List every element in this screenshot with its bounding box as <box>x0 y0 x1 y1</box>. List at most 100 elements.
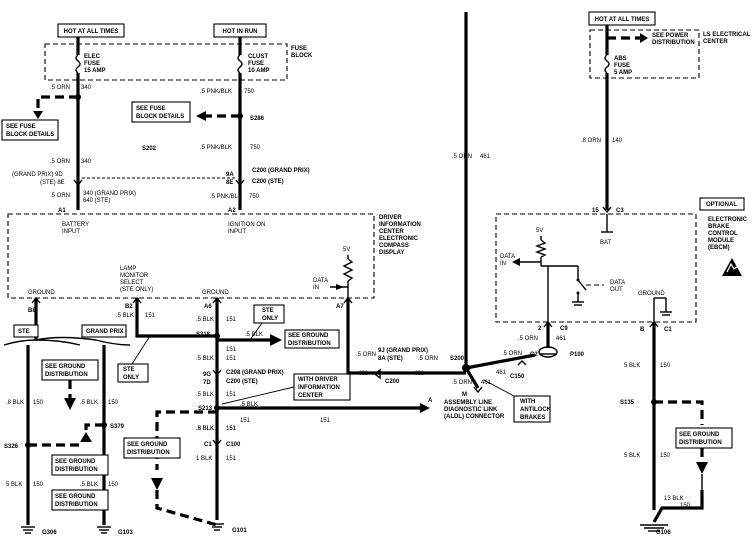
connector-p100: P100 <box>570 352 585 358</box>
ls-center-title: LS ELECTRICAL <box>703 32 751 38</box>
ebcm-ground-label: GROUND <box>638 291 665 297</box>
svg-text:ELEC: ELEC <box>84 54 101 60</box>
svg-text:BLOCK DETAILS: BLOCK DETAILS <box>6 132 54 138</box>
ground-label-left: GROUND <box>28 290 55 296</box>
data-in-label: DATA <box>313 278 328 284</box>
connector-c2: C2 <box>530 352 538 358</box>
svg-text:STE: STE <box>262 308 274 314</box>
svg-text:WITH: WITH <box>520 399 535 405</box>
wire-label: 150 <box>108 400 119 406</box>
arrow-right-icon <box>420 403 430 413</box>
hot-at-all-times-label-right: HOT AT ALL TIMES <box>588 11 656 26</box>
pin-label: 7D <box>203 380 211 386</box>
svg-text:SEE GROUND: SEE GROUND <box>55 459 96 465</box>
arrow-down-icon <box>696 462 708 474</box>
splice-s135: S135 <box>620 400 635 406</box>
wire-label: 151 <box>226 392 237 398</box>
svg-text:SEE GROUND: SEE GROUND <box>679 432 720 438</box>
connector-c208-gp: C208 (GRAND PRIX) <box>226 370 284 376</box>
abs-fuse-icon: ABS FUSE 5 AMP <box>604 54 632 76</box>
wire-label: 150 <box>660 453 671 459</box>
aldl-connector-label: ASSEMBLY LINE DIAGNOSTIC LINK (ALDL) CON… <box>444 400 505 420</box>
connector-c1: C1 <box>664 327 672 333</box>
arrow-down-icon <box>64 398 76 410</box>
pin-a1: A1 <box>58 208 66 214</box>
svg-text:BRAKES: BRAKES <box>520 415 545 421</box>
hot-in-run-label: HOT IN RUN <box>213 23 267 38</box>
svg-text:DISTRIBUTION: DISTRIBUTION <box>127 450 170 456</box>
pin-b8: B8 <box>28 308 36 314</box>
wire-label: 5 BLK <box>6 482 22 488</box>
svg-text:DIAGNOSTIC LINK: DIAGNOSTIC LINK <box>444 407 498 413</box>
data-in-label: IN <box>313 285 319 291</box>
ebcm-data-out-label: DATA <box>610 280 625 286</box>
wire-label: 151 <box>145 313 156 319</box>
optional-label: OPTIONAL <box>699 197 745 211</box>
wire-label: 150 <box>680 503 691 509</box>
wire-label: .8 BLK <box>196 426 214 432</box>
ground-g101: G101 <box>232 528 247 534</box>
clust-fuse-icon: CLUST FUSE 10 AMP <box>237 54 269 74</box>
c200-8a: 8A (STE) <box>378 356 403 362</box>
see-fuse-block-details-left: SEE FUSE BLOCK DETAILS <box>1 119 59 141</box>
with-driver-info-note: WITH DRIVER INFORMATION CENTER <box>221 373 351 405</box>
ste-only-note-1: STE ONLY <box>249 304 285 341</box>
svg-text:DISTRIBUTION: DISTRIBUTION <box>652 40 695 46</box>
svg-text:SEE POWER: SEE POWER <box>652 33 689 39</box>
lamp-monitor-label: LAMP <box>120 266 136 272</box>
svg-text:ANTILOCK: ANTILOCK <box>520 407 552 413</box>
arrow-right-icon <box>270 334 282 346</box>
see-power-distribution-note: SEE POWER DISTRIBUTION <box>607 33 695 46</box>
wire-label: 461 <box>556 336 567 342</box>
wire-label: .5 ORN <box>50 193 70 199</box>
arrow-down-icon <box>33 111 43 119</box>
wire-label: .5 ORN <box>502 351 522 357</box>
pin-label: (GRAND PRIX) 9D <box>12 172 63 178</box>
arrow-left-icon <box>196 111 206 121</box>
wire-label: 151 <box>320 418 331 424</box>
wire-label: 340 (GRAND PRIX) <box>83 191 136 197</box>
dic-module-title: DRIVER INFORMATION CENTER ELECTRONIC COM… <box>379 215 421 256</box>
wire-label: 151 <box>226 426 237 432</box>
see-ground-distribution-4: SEE GROUND DISTRIBUTION <box>51 454 109 476</box>
connector-c9: C9 <box>560 326 568 332</box>
hot-at-all-times-label-left: HOT AT ALL TIMES <box>57 23 125 38</box>
wire-label: 151 <box>240 418 251 424</box>
ste-only-note-2: STE ONLY <box>117 335 151 383</box>
svg-text:DISTRIBUTION: DISTRIBUTION <box>288 341 331 347</box>
svg-text:DISTRIBUTION: DISTRIBUTION <box>55 467 98 473</box>
see-ground-distribution-5: SEE GROUND DISTRIBUTION <box>51 489 109 511</box>
ground-g106: G106 <box>656 530 671 536</box>
svg-text:BLOCK DETAILS: BLOCK DETAILS <box>136 114 184 120</box>
battery-input-label: BATTERY <box>62 222 89 228</box>
ground-label-mid: GROUND <box>202 290 229 296</box>
pin-c1-b: B <box>640 327 645 333</box>
wire-label: 150 <box>660 363 671 369</box>
pin-label: 8E <box>226 180 233 186</box>
esd-warning-icon <box>722 258 742 276</box>
wire-label: .5 BLK <box>196 426 214 432</box>
pin-c1: C1 <box>204 442 212 448</box>
svg-text:ELECTRONIC: ELECTRONIC <box>379 236 419 242</box>
wire-label: .5 ORN <box>50 159 70 165</box>
svg-text:HOT AT ALL TIMES: HOT AT ALL TIMES <box>64 29 119 35</box>
svg-text:HOT AT ALL TIMES: HOT AT ALL TIMES <box>595 17 650 23</box>
bat-label: BAT <box>600 240 612 246</box>
ground-g106-icon <box>640 524 668 532</box>
pin-m: M <box>462 392 467 398</box>
svg-text:(ALDL) CONNECTOR: (ALDL) CONNECTOR <box>444 414 505 420</box>
wire-label: .5 BLK <box>196 356 214 362</box>
pin-label: 9A <box>226 172 234 178</box>
svg-text:SEE GROUND: SEE GROUND <box>55 494 96 500</box>
connector-c200-main: C200 <box>385 379 400 385</box>
svg-text:CONTROL: CONTROL <box>708 231 738 237</box>
svg-text:DISTRIBUTION: DISTRIBUTION <box>55 502 98 508</box>
five-volt-label: 5V <box>343 247 350 253</box>
ebcm-outline <box>495 213 697 323</box>
svg-text:STE: STE <box>123 367 135 373</box>
pin-a2: A2 <box>228 208 236 214</box>
wire-label: .5 ORN <box>356 352 376 358</box>
splice-s286: S286 <box>250 116 265 122</box>
svg-text:FUSE: FUSE <box>248 61 264 67</box>
